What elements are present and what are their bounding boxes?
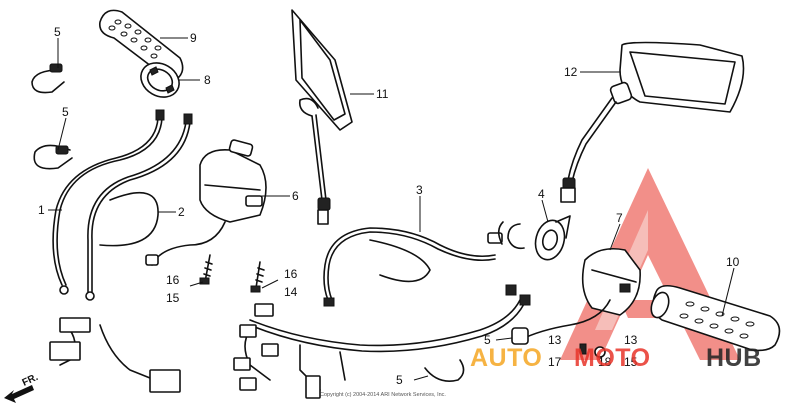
watermark-auto: AUTO	[470, 344, 542, 372]
cable-clip-upper	[31, 63, 65, 94]
callout-16: 16	[166, 273, 180, 287]
front-direction-arrow	[4, 385, 34, 403]
cable-clip-right	[497, 221, 525, 250]
callout-9: 9	[190, 31, 197, 45]
callout-5: 5	[54, 25, 61, 39]
callout-6: 6	[292, 189, 299, 203]
watermark-hub: HUB	[706, 344, 762, 372]
callout-7: 7	[616, 211, 623, 225]
mirror-left	[291, 9, 353, 225]
wire-harness	[233, 284, 531, 399]
callout-13: 13	[548, 333, 562, 347]
connector-left-block	[49, 317, 181, 393]
throttle-cable-2	[85, 113, 193, 301]
callout-5: 5	[62, 105, 69, 119]
callout-2: 2	[178, 205, 185, 219]
callout-12: 12	[564, 65, 578, 79]
callout-1: 1	[38, 203, 45, 217]
clutch-cable	[323, 227, 503, 307]
callout-13: 13	[624, 333, 638, 347]
callout-3: 3	[416, 183, 423, 197]
screw-right	[250, 261, 265, 293]
switch-housing	[145, 139, 267, 266]
callout-8: 8	[204, 73, 211, 87]
clutch-collar	[534, 215, 571, 261]
callout-5: 5	[484, 333, 491, 347]
callout-14: 14	[284, 285, 298, 299]
direction-label: FR.	[21, 372, 40, 389]
callout-4: 4	[538, 187, 545, 201]
screw-left	[199, 254, 213, 285]
callout-11: 11	[376, 87, 389, 101]
throttle-ring	[140, 62, 180, 98]
mirror-right	[560, 41, 745, 203]
callout-10: 10	[726, 255, 740, 269]
callout-18: 18	[598, 355, 612, 369]
watermark-text: AUTO MOTO HUB	[470, 344, 762, 372]
callout-16: 16	[284, 267, 298, 281]
callout-15: 15	[166, 291, 180, 305]
fastener-set	[511, 327, 606, 358]
watermark-moto: MOTO	[574, 344, 651, 372]
switch-right	[519, 247, 641, 341]
cable-clip-lower	[33, 144, 73, 170]
callout-17: 17	[548, 355, 562, 369]
callout-15: 15	[624, 355, 638, 369]
copyright-notice: Copyright (c) 2004-2014 ARI Network Serv…	[320, 392, 446, 398]
callout-labels: 5 5 9 8 1 2 6 16 15 16 14 11 12 3 4 7 10…	[38, 25, 740, 387]
grip-right	[650, 284, 781, 352]
throttle-cable-1	[52, 109, 165, 295]
cable-clip-bottom	[424, 359, 465, 382]
callout-leaders	[48, 37, 735, 381]
callout-5: 5	[396, 373, 403, 387]
